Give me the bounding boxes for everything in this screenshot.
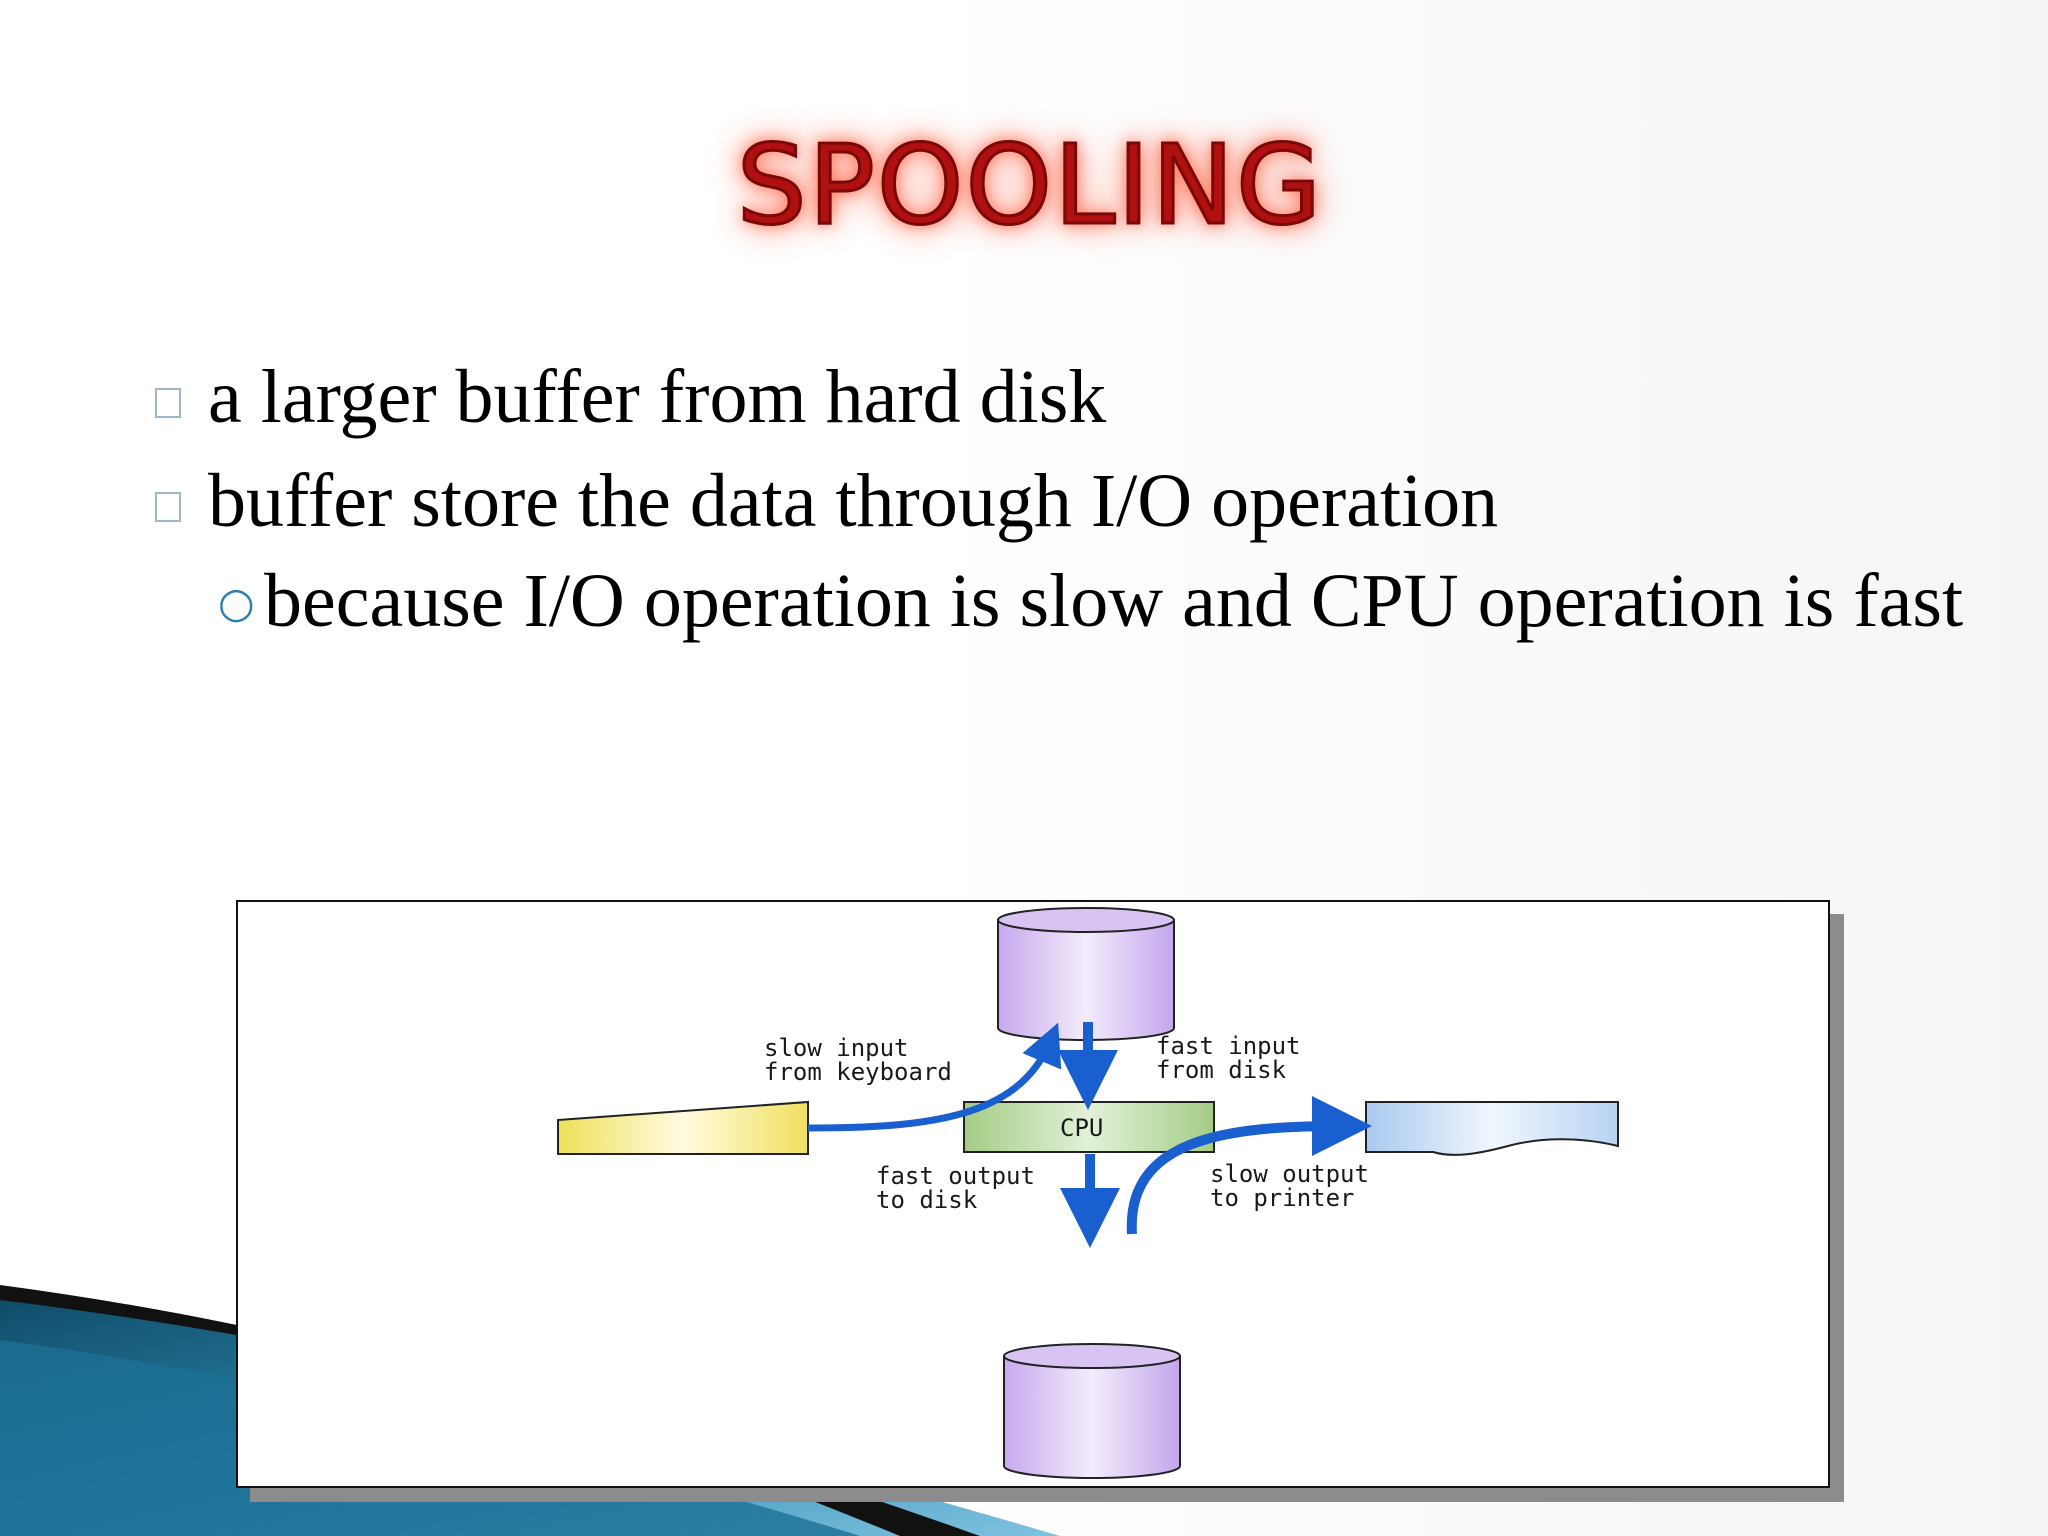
bullet-list: a larger buffer from hard disk buffer st… (150, 345, 2000, 649)
sub-bullet-text: because I/O operation is slow and CPU op… (264, 559, 1964, 643)
fast-input-label-line1: fast input (1156, 1032, 1301, 1060)
bullet-box-icon (155, 388, 181, 418)
circle-bullet-icon: ○ (218, 578, 255, 627)
fast-output-label-line2: to disk (876, 1186, 978, 1214)
slow-output-label-line2: to printer (1210, 1184, 1355, 1212)
slide-title-container: SPOOLING (700, 105, 1360, 265)
sub-bullet-item: ○ because I/O operation is slow and CPU … (150, 553, 2024, 649)
bottom-disk-icon (1003, 1343, 1181, 1479)
slow-input-label-line1: slow input (764, 1034, 909, 1062)
cpu-label: CPU (1060, 1114, 1103, 1142)
slow-input-arrow (807, 1022, 1062, 1132)
slow-output-label-line1: slow output (1210, 1160, 1369, 1188)
slide-title: SPOOLING (735, 121, 1324, 249)
slow-input-label-line2: from keyboard (764, 1058, 952, 1086)
keyboard-icon (557, 1100, 809, 1155)
bullet-text: buffer store the data through I/O operat… (208, 459, 1499, 543)
diagram-canvas: CPU slow input from keyboard fast input … (557, 907, 1619, 1479)
slow-output-arrow (1126, 1096, 1372, 1235)
printer-output-icon (1365, 1101, 1619, 1156)
spooling-diagram: CPU slow input from keyboard fast input … (236, 900, 1830, 1488)
fast-input-label-line2: from disk (1156, 1056, 1287, 1084)
top-disk-icon (997, 907, 1175, 1041)
bullet-item: a larger buffer from hard disk (150, 345, 2000, 449)
bullet-box-icon (155, 492, 181, 522)
fast-output-label-line1: fast output (876, 1162, 1035, 1190)
bullet-text: a larger buffer from hard disk (208, 355, 1107, 439)
bullet-item: buffer store the data through I/O operat… (150, 449, 2000, 553)
